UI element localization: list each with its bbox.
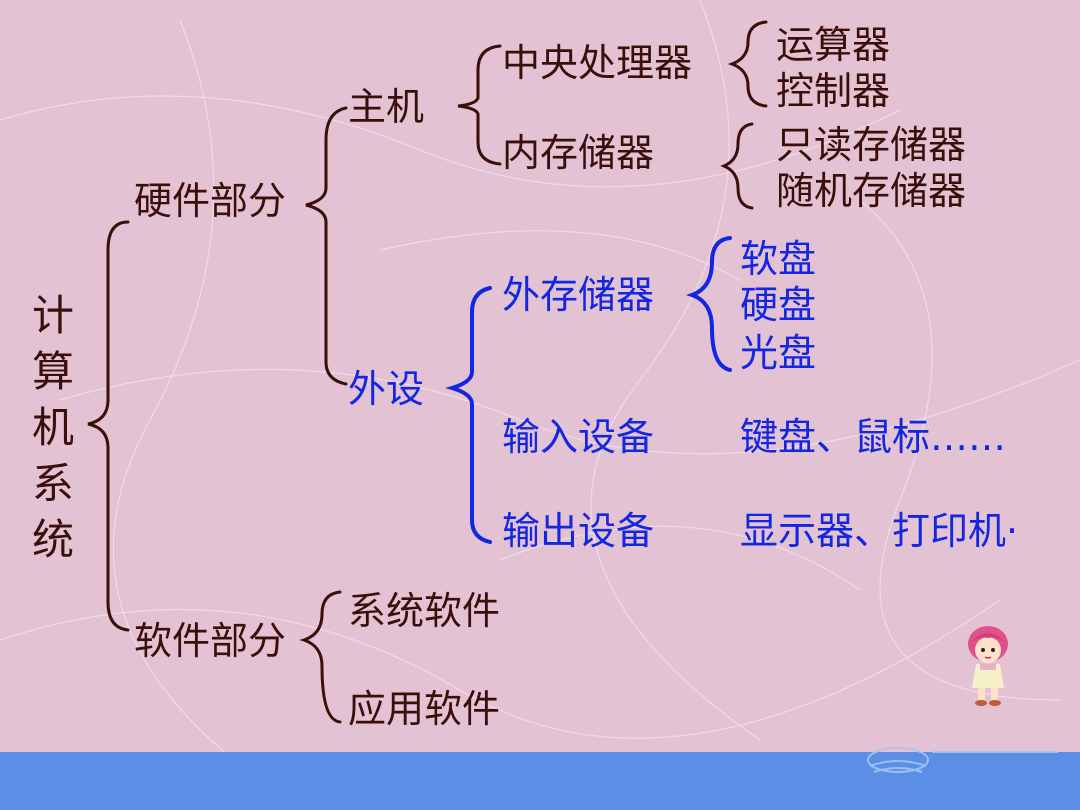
cpu-label: 中央处理器 [502, 41, 693, 85]
external-storage-bracket [685, 236, 732, 372]
cpu-item-controller: 控制器 [776, 69, 891, 113]
host-bracket [457, 44, 502, 166]
software-item-application: 应用软件 [348, 687, 501, 731]
software-label: 软件部分 [134, 619, 287, 663]
external-storage-item-cd: 光盘 [740, 331, 817, 375]
peripherals-bracket [445, 286, 492, 544]
input-device-examples: 键盘、鼠标…… [740, 415, 1007, 459]
memory-bracket [720, 122, 754, 210]
peripherals-label: 外设 [348, 367, 425, 411]
cpu-bracket [727, 20, 768, 108]
output-device-label: 输出设备 [502, 509, 655, 553]
root-bracket [87, 220, 130, 632]
output-device-examples: 显示器、打印机· [740, 509, 1019, 553]
cpu-item-alu: 运算器 [776, 23, 891, 67]
hardware-label: 硬件部分 [134, 179, 287, 223]
watermark-logo [867, 747, 1058, 773]
host-label: 主机 [348, 85, 425, 129]
memory-label: 内存储器 [502, 131, 655, 175]
external-storage-item-floppy: 软盘 [740, 237, 817, 281]
cartoon-girl-icon [968, 626, 1008, 706]
software-item-system: 系统软件 [348, 589, 501, 633]
software-bracket [299, 590, 342, 724]
external-storage-item-hdd: 硬盘 [740, 283, 817, 327]
hardware-bracket [305, 106, 348, 386]
input-device-label: 输入设备 [502, 415, 655, 459]
memory-item-ram: 随机存储器 [776, 169, 967, 213]
memory-item-rom: 只读存储器 [776, 123, 967, 167]
external-storage-label: 外存储器 [502, 273, 655, 317]
root-label: 计算机系统 [31, 291, 74, 564]
